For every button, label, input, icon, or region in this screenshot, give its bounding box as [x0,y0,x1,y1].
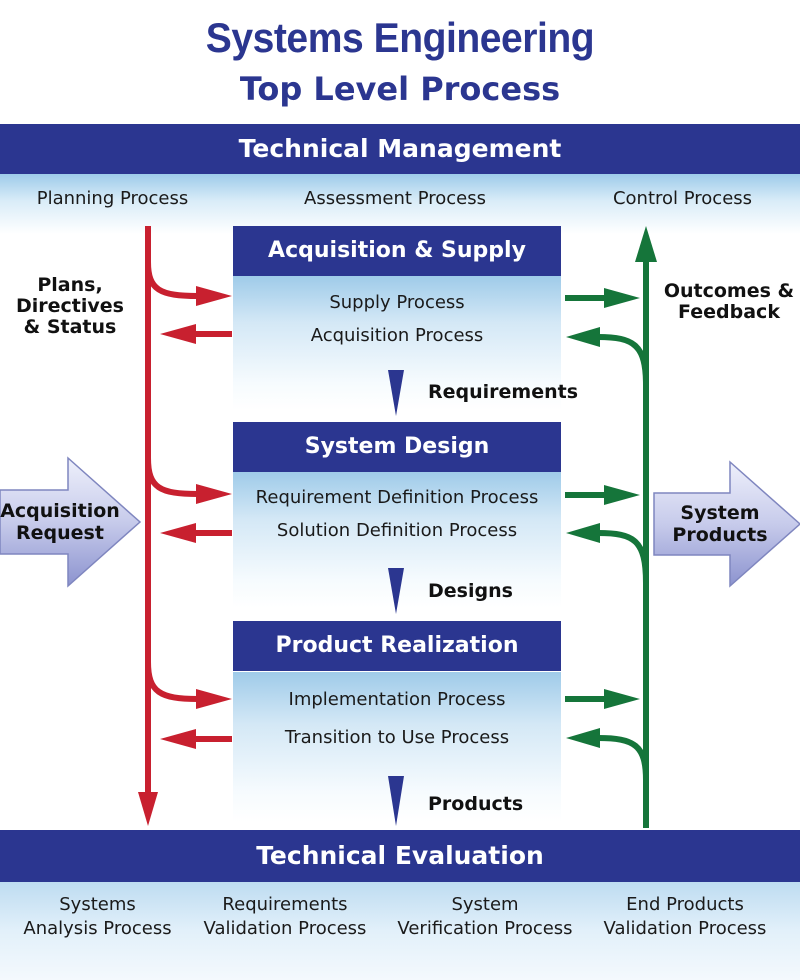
transition-to-use-label: Transition to Use Process [284,727,510,748]
products-flow-label: Products [428,793,524,815]
system-products-arrow [653,460,800,588]
assessment-process-label: Assessment Process [304,188,486,209]
outcomes-label: Outcomes &Feedback [663,280,795,323]
acquisition-supply-header: Acquisition & Supply [233,226,561,276]
supply-process-label: Supply Process [329,292,465,313]
diagram-title: Systems Engineering [205,14,595,61]
requirement-definition-label: Requirement Definition Process [255,487,539,508]
technical-evaluation-bar: Technical Evaluation [0,830,800,882]
solution-definition-label: Solution Definition Process [276,520,518,541]
red-arrowheads [138,286,232,826]
system-design-header: System Design [233,422,561,472]
control-process-label: Control Process [612,188,753,209]
diagram-subtitle: Top Level Process [239,70,561,108]
flow-triangles [388,370,404,826]
acquisition-request-arrow [0,456,142,588]
requirements-flow-label: Requirements [428,381,579,403]
planning-process-label: Planning Process [36,188,189,209]
plans-label: Plans,Directives& Status [16,274,124,338]
acquisition-process-label: Acquisition Process [310,325,484,346]
green-feedback-line [565,260,649,828]
technical-evaluation-band [0,882,800,980]
designs-flow-label: Designs [428,580,513,602]
implementation-process-label: Implementation Process [288,689,506,710]
green-arrowheads [566,226,657,748]
product-realization-header: Product Realization [233,621,561,671]
technical-management-bar: Technical Management [0,124,800,174]
technical-management-band [0,174,800,234]
red-plans-line [145,226,232,800]
